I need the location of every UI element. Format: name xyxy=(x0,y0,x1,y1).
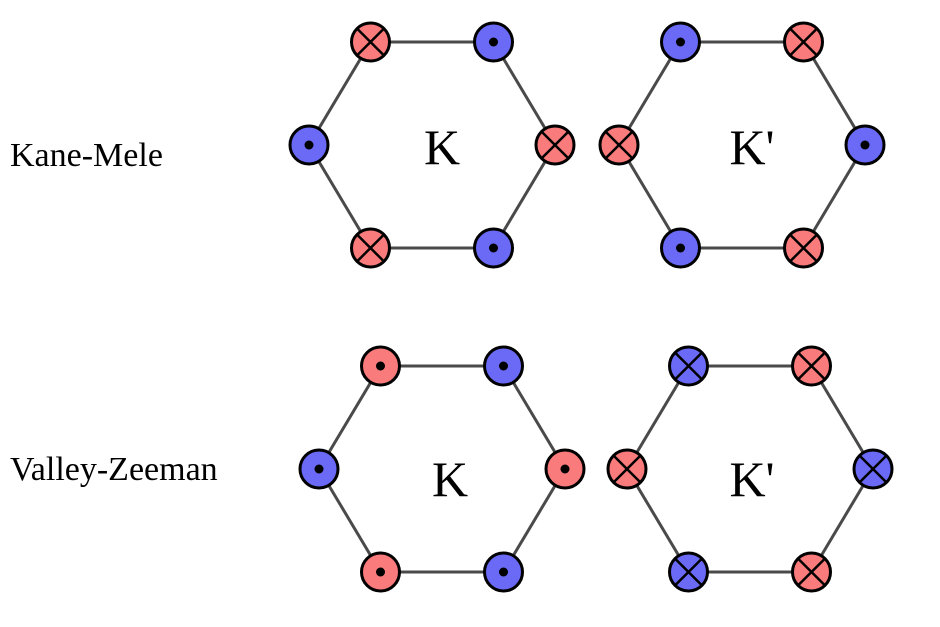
site-dot xyxy=(676,37,685,47)
valley-label-k-prime: K' xyxy=(729,451,774,507)
spin-out-of-plane-dot-icon xyxy=(544,448,586,490)
spin-into-plane-cross-icon xyxy=(791,345,832,387)
site-cross-stroke xyxy=(356,233,385,263)
hexagon-k-prime-valley-zeeman: K' xyxy=(606,345,894,593)
spin-into-plane-cross-icon xyxy=(668,345,709,387)
site-dot xyxy=(499,567,508,577)
site-dot xyxy=(314,464,324,474)
spin-out-of-plane-dot-icon xyxy=(483,345,524,387)
spin-into-plane-cross-icon xyxy=(534,124,576,166)
spin-out-of-plane-dot-icon xyxy=(360,551,401,593)
hexagon-k-prime-kane-mele: K' xyxy=(598,21,886,269)
site-cross-stroke xyxy=(797,557,826,587)
spin-out-of-plane-dot-icon xyxy=(483,551,524,593)
spin-out-of-plane-dot-icon xyxy=(660,21,701,63)
spin-into-plane-cross-icon xyxy=(350,21,391,63)
spin-out-of-plane-dot-icon xyxy=(288,124,330,166)
row-kane-mele: Kane-Mele K K' xyxy=(10,21,886,269)
site-cross-stroke xyxy=(356,27,385,57)
site-dot xyxy=(376,361,385,371)
site-dot xyxy=(376,567,385,577)
valley-label-k-prime: K' xyxy=(729,119,774,175)
site-cross-stroke xyxy=(604,130,634,160)
spin-out-of-plane-dot-icon xyxy=(473,227,514,269)
valley-label-k: K xyxy=(424,119,460,175)
row-label-kane-mele: Kane-Mele xyxy=(10,137,163,174)
spin-into-plane-cross-icon xyxy=(791,551,832,593)
site-cross-stroke xyxy=(797,351,826,381)
site-dot xyxy=(860,140,870,150)
spin-into-plane-cross-icon xyxy=(598,124,640,166)
site-dot xyxy=(489,243,498,253)
valley-label-k: K xyxy=(432,451,468,507)
site-dot xyxy=(304,140,314,150)
spin-out-of-plane-dot-icon xyxy=(360,345,401,387)
spin-into-plane-cross-icon xyxy=(783,21,824,63)
site-cross-stroke xyxy=(612,454,642,484)
site-cross-stroke xyxy=(789,27,818,57)
hexagon-k-kane-mele: K xyxy=(288,21,576,269)
site-cross-stroke xyxy=(858,454,888,484)
hexagon-k-valley-zeeman: K xyxy=(298,345,586,593)
site-cross-stroke xyxy=(540,130,570,160)
spin-out-of-plane-dot-icon xyxy=(844,124,886,166)
site-cross-stroke xyxy=(789,233,818,263)
spin-into-plane-cross-icon xyxy=(350,227,391,269)
spin-out-of-plane-dot-icon xyxy=(660,227,701,269)
site-cross-stroke xyxy=(674,557,703,587)
site-cross-stroke xyxy=(674,351,703,381)
site-dot xyxy=(489,37,498,47)
row-valley-zeeman: Valley-Zeeman K K' xyxy=(10,345,894,593)
site-dot xyxy=(560,464,570,474)
site-dot xyxy=(676,243,685,253)
spin-into-plane-cross-icon xyxy=(852,448,894,490)
spin-out-of-plane-dot-icon xyxy=(298,448,340,490)
spin-into-plane-cross-icon xyxy=(606,448,648,490)
site-dot xyxy=(499,361,508,371)
row-label-valley-zeeman: Valley-Zeeman xyxy=(10,451,218,488)
spin-into-plane-cross-icon xyxy=(783,227,824,269)
spin-out-of-plane-dot-icon xyxy=(473,21,514,63)
spin-into-plane-cross-icon xyxy=(668,551,709,593)
